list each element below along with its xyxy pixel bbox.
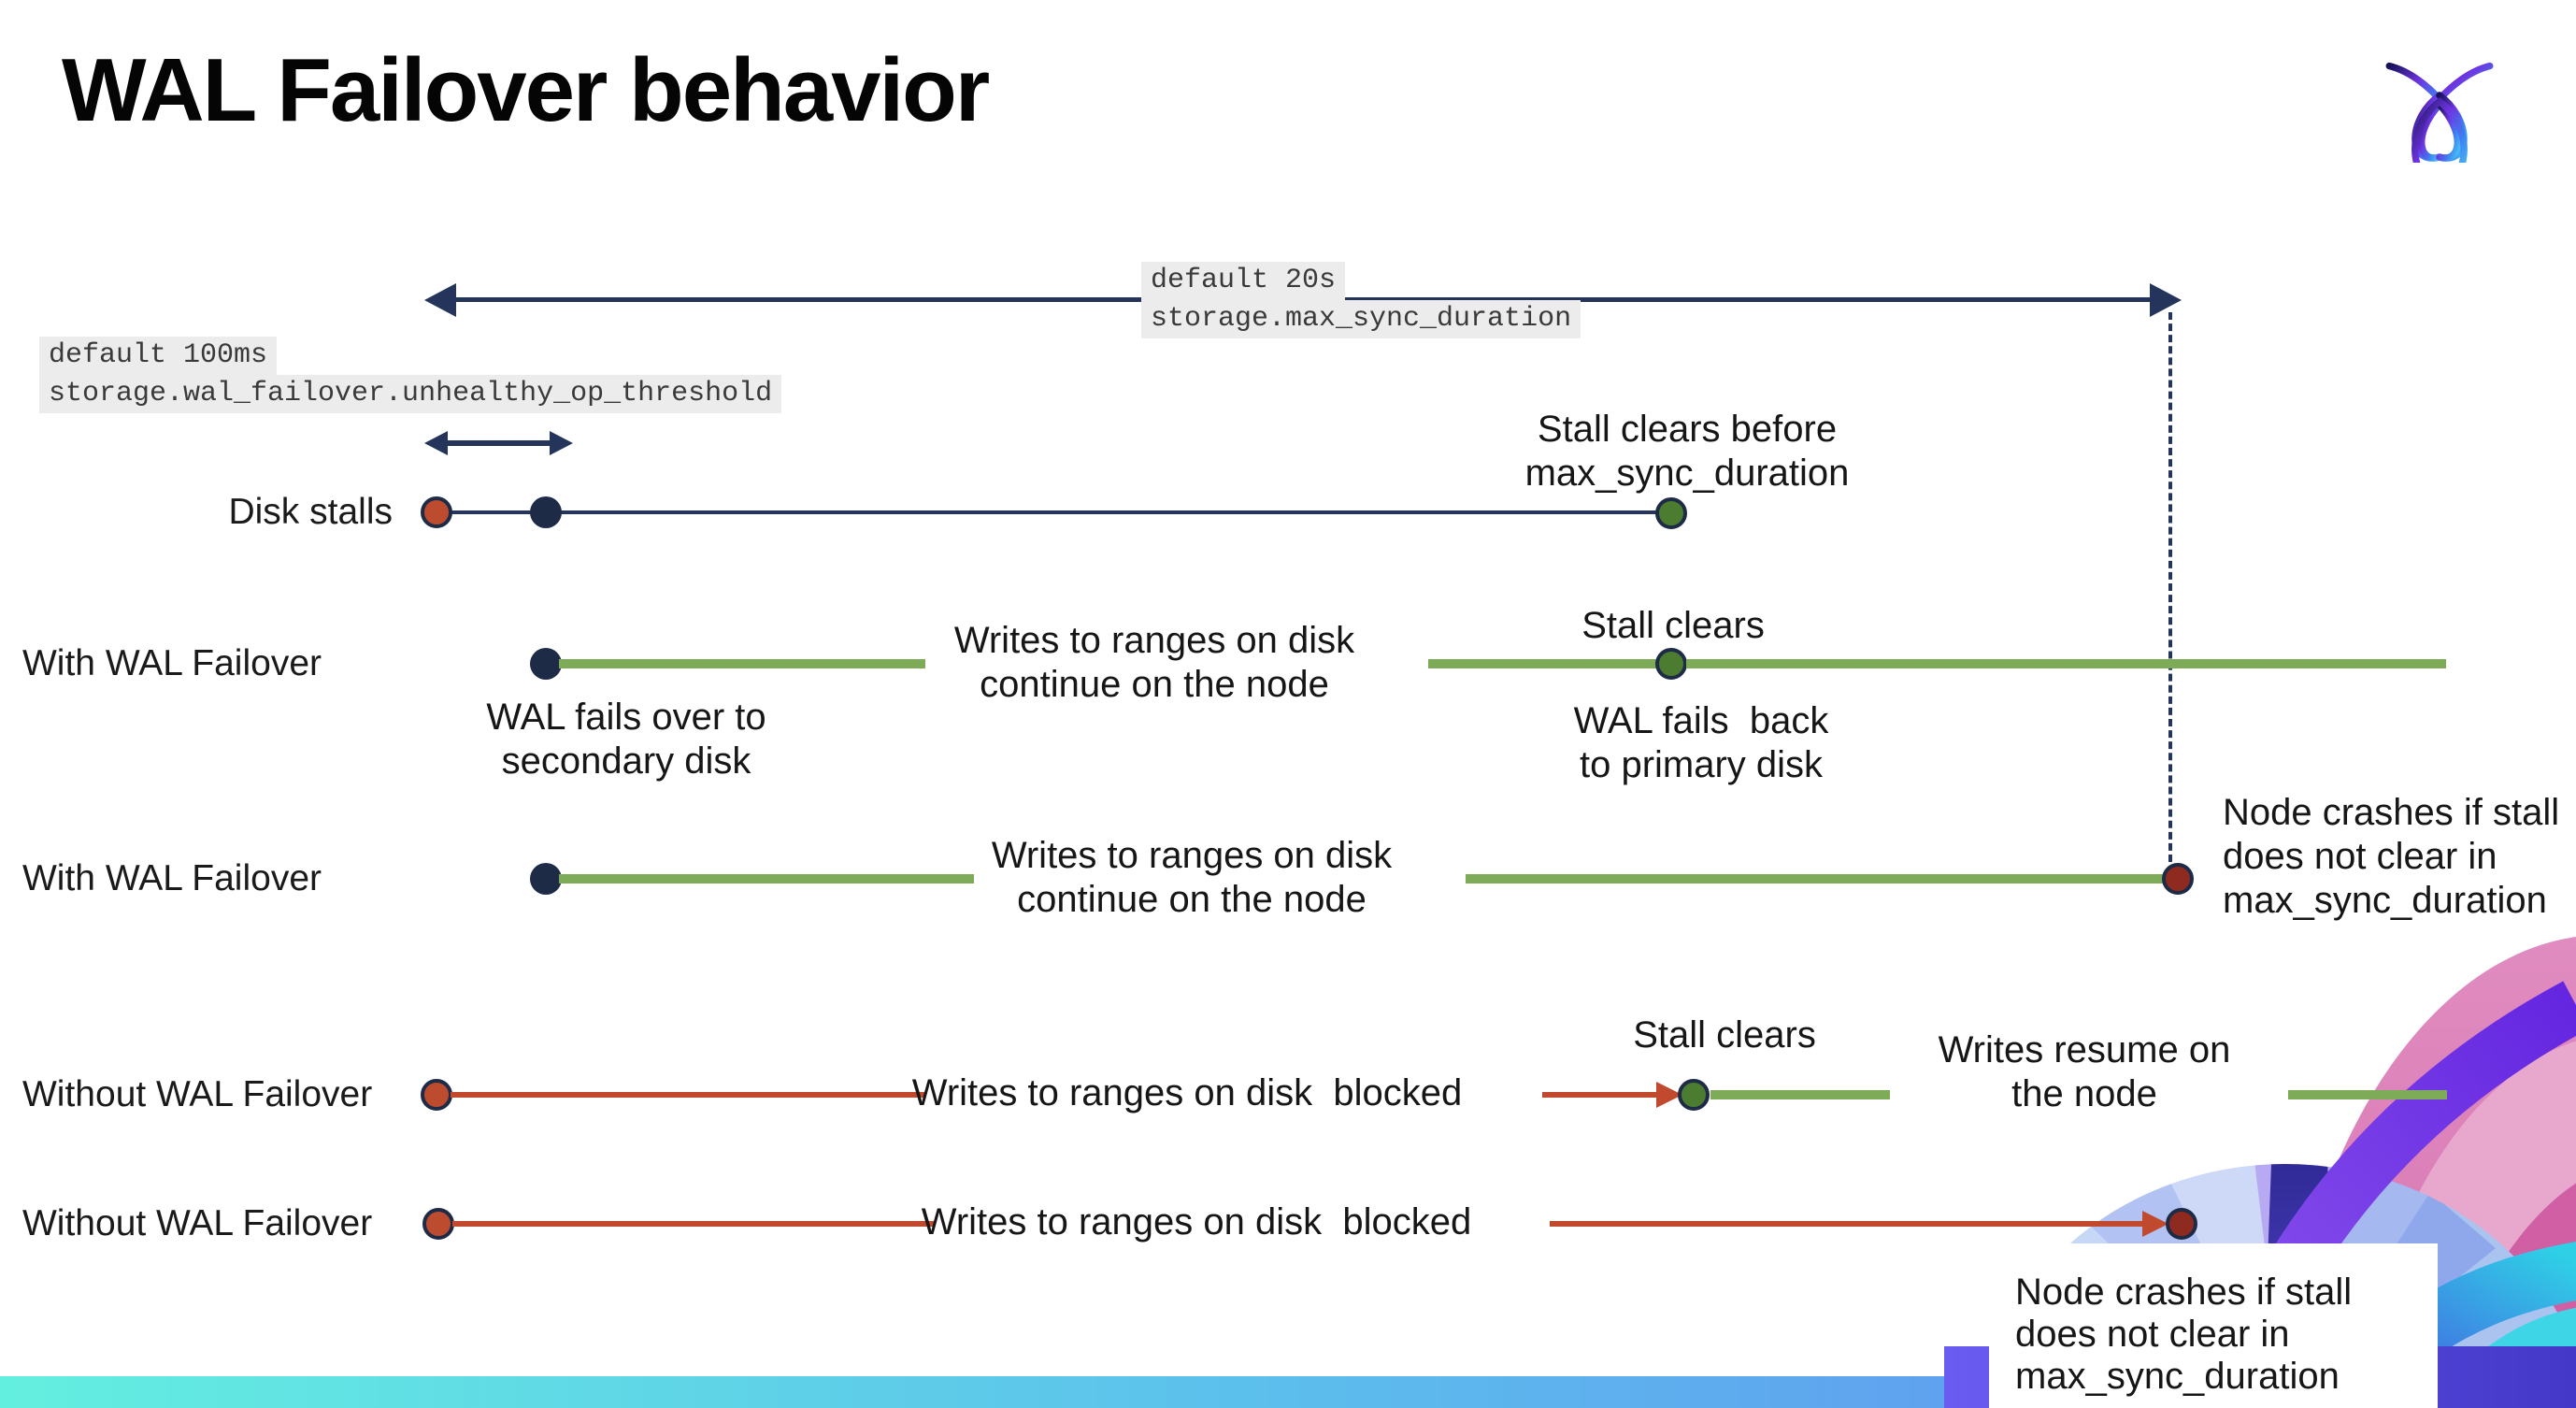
writes-blocked-note-2: Writes to ranges on disk blocked [921, 1201, 1472, 1243]
max-sync-default-label: default 20s [1141, 262, 1346, 300]
node-crash-dot [2162, 863, 2194, 895]
threshold-arrow-left-head [424, 431, 448, 455]
row-label-disk-stalls: Disk stalls [228, 492, 393, 532]
arrow-right-head [2150, 283, 2182, 317]
node-crash-note-2: Node crashes if stall does not clear in … [2015, 1272, 2353, 1397]
unhealthy-op-setting-label: storage.wal_failover.unhealthy_op_thresh… [39, 375, 782, 413]
row-label-without-wal-failover-2: Without WAL Failover [22, 1203, 373, 1243]
stall-clears-dot-2 [1655, 648, 1687, 680]
writes-blocked-line-1 [451, 1092, 925, 1098]
disk-stall-timeline [437, 510, 1671, 514]
max-sync-deadline-dashed-line [2168, 312, 2172, 862]
writes-blocked-line-2 [1542, 1092, 1656, 1098]
stall-clears-before-note: Stall clears before max_sync_duration [1524, 409, 1850, 495]
row-label-with-wal-failover-2: With WAL Failover [22, 858, 322, 898]
writes-resume-line-1 [1710, 1090, 1890, 1099]
writes-blocked-line-4 [1550, 1221, 2142, 1227]
writes-resume-line-2 [2288, 1090, 2447, 1099]
writes-continue-line-1 [559, 659, 925, 668]
unhealthy-op-default-label: default 100ms [39, 337, 278, 375]
writes-continue-line-2 [1428, 659, 1658, 668]
stall-clears-dot [1655, 497, 1687, 529]
wal-fails-over-note: WAL fails over to secondary disk [486, 697, 766, 783]
node-crash-note: Node crashes if stall does not clear in … [2223, 792, 2560, 922]
blocked-arrow-head-2 [2142, 1211, 2168, 1237]
max-sync-setting-label: storage.max_sync_duration [1141, 300, 1581, 338]
stall-start-dot-3 [422, 1208, 454, 1240]
stall-start-dot-2 [421, 1079, 452, 1111]
writes-continue-line-3 [1686, 659, 2446, 668]
failover-threshold-dot [530, 496, 562, 528]
stall-clears-note-2: Stall clears [1581, 605, 1765, 646]
writes-resume-note: Writes resume on the node [1938, 1029, 2231, 1115]
node-crash-callout-box: Node crashes if stall does not clear in … [1989, 1243, 2438, 1408]
failover-dot [530, 648, 562, 680]
node-crash-dot-2 [2166, 1208, 2197, 1240]
disk-stall-start-dot [421, 496, 452, 528]
writes-continue-note: Writes to ranges on disk continue on the… [953, 620, 1355, 706]
arrow-left-head [424, 283, 456, 317]
writes-continue-line-4 [559, 874, 974, 884]
row-label-without-wal-failover-1: Without WAL Failover [22, 1074, 373, 1114]
writes-blocked-line-3 [452, 1221, 935, 1227]
page-title: WAL Failover behavior [62, 40, 990, 140]
cockroachdb-logo-icon [2385, 62, 2494, 163]
writes-blocked-note-1: Writes to ranges on disk blocked [911, 1072, 1463, 1113]
writes-continue-line-5 [1466, 874, 2163, 884]
unhealthy-op-threshold-label: default 100ms storage.wal_failover.unhea… [39, 337, 782, 413]
writes-continue-note-2: Writes to ranges on disk continue on the… [991, 835, 1393, 921]
threshold-arrow-line [443, 440, 551, 446]
row-label-with-wal-failover-1: With WAL Failover [22, 643, 322, 683]
stall-clears-dot-3 [1678, 1079, 1710, 1111]
wal-fails-back-note: WAL fails back to primary disk [1573, 700, 1829, 786]
max-sync-duration-label: default 20s storage.max_sync_duration [1141, 262, 1581, 338]
stall-clears-note-3: Stall clears [1633, 1014, 1816, 1056]
threshold-arrow-right-head [550, 431, 573, 455]
failover-dot-2 [530, 863, 562, 895]
